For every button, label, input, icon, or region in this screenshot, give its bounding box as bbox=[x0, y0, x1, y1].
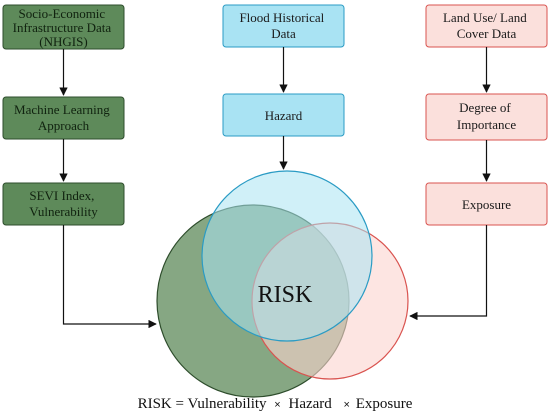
risk-formula: RISK = Vulnerability × Hazard × Exposure bbox=[138, 396, 413, 412]
arrow-exposure-to-venn bbox=[409, 225, 488, 321]
box-socio-economic-line-1: Socio-Economic bbox=[19, 6, 106, 21]
venn-circle-hazard bbox=[201, 170, 373, 342]
svg-text:SEVI Index, Vulnerability: SEVI Index, Vulnerability bbox=[29, 188, 98, 219]
box-socio-economic-line-2: Infrastructure Data bbox=[13, 20, 112, 35]
box-sevi-line-1: SEVI Index, bbox=[29, 188, 94, 203]
box-exposure-line-1: Exposure bbox=[462, 197, 511, 212]
box-degree-line-1: Degree of bbox=[459, 100, 511, 115]
svg-text:Machine Learning Approach: Machine Learning Approach bbox=[14, 102, 113, 133]
formula-lhs: RISK = Vulnerability bbox=[138, 396, 267, 412]
svg-text:Exposure: Exposure bbox=[462, 197, 511, 212]
arrow-sevi-to-venn bbox=[62, 225, 157, 329]
svg-text:Flood Historical Data: Flood Historical Data bbox=[239, 10, 327, 41]
box-socio-economic-line-3: (NHGIS) bbox=[39, 34, 87, 49]
box-degree-line-2: Importance bbox=[457, 117, 516, 132]
formula-term-hazard: Hazard bbox=[288, 396, 332, 412]
svg-text:Socio-Economic Infrastruct: Socio-Economic Infrastructure Data (NHGI… bbox=[13, 6, 115, 49]
venn-center-label: RISK bbox=[258, 282, 313, 308]
box-land-use-line-1: Land Use/ Land bbox=[443, 10, 527, 25]
box-sevi-line-2: Vulnerability bbox=[29, 204, 98, 219]
svg-text:Hazard: Hazard bbox=[265, 108, 303, 123]
box-flood-line-2: Data bbox=[271, 26, 296, 41]
box-machine-learning-line-1: Machine Learning bbox=[14, 102, 110, 117]
box-land-use-line-2: Cover Data bbox=[457, 26, 517, 41]
svg-text:Land Use/ Land Cover Data: Land Use/ Land Cover Data bbox=[443, 10, 530, 41]
formula-times-1: × bbox=[274, 399, 280, 411]
box-machine-learning-line-2: Approach bbox=[38, 118, 90, 133]
box-hazard-line-1: Hazard bbox=[265, 108, 303, 123]
box-flood-line-1: Flood Historical bbox=[239, 10, 324, 25]
svg-text:Degree of Importance: Degree of Importance bbox=[457, 100, 516, 132]
formula-times-2: × bbox=[344, 399, 350, 411]
formula-term-exposure: Exposure bbox=[356, 396, 413, 412]
